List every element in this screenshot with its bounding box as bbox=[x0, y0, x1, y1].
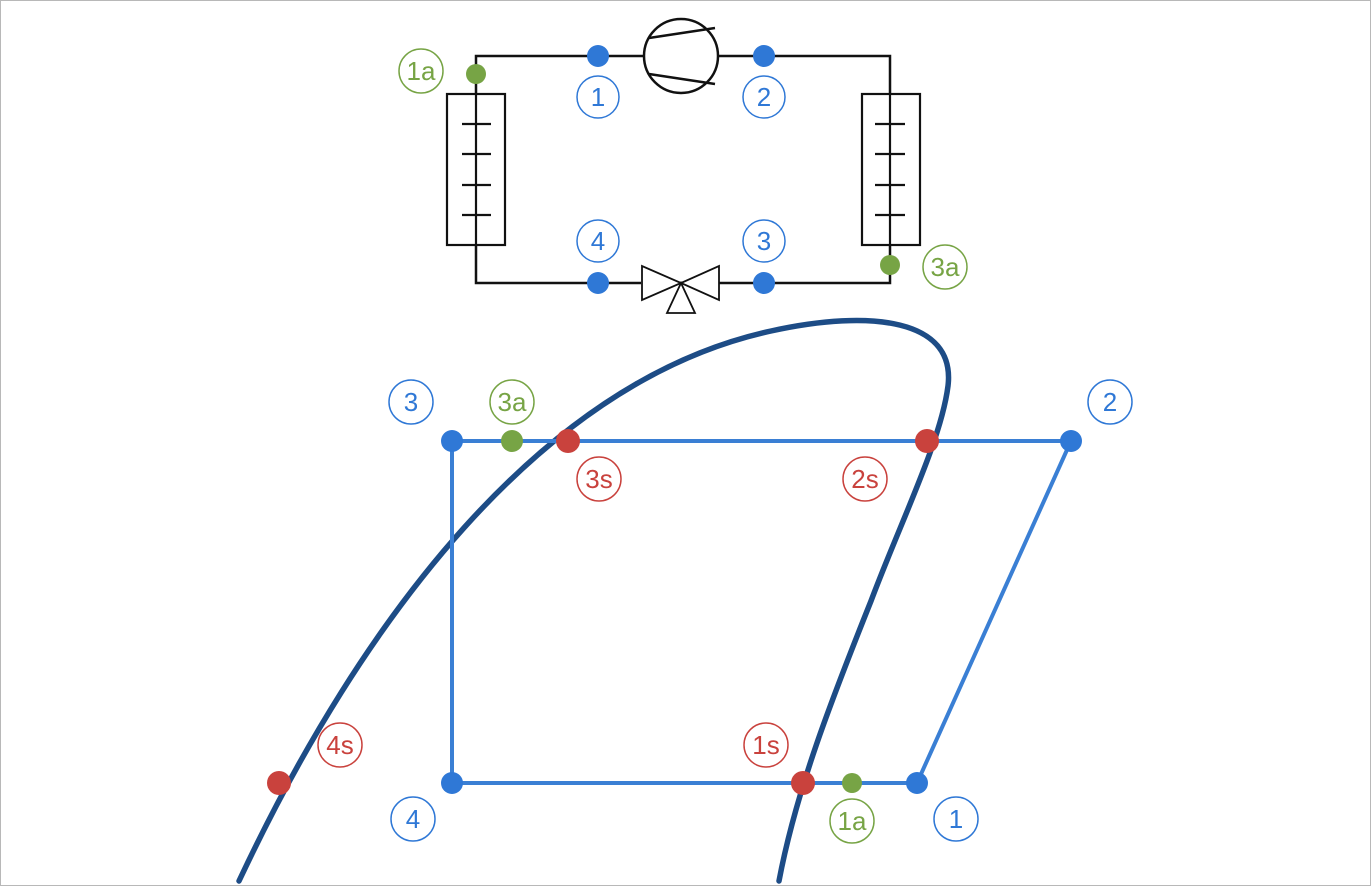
schematic-label-3: 3 bbox=[742, 219, 786, 263]
svg-text:1: 1 bbox=[591, 82, 605, 112]
svg-text:3: 3 bbox=[404, 387, 418, 417]
cycle-label-4: 4 bbox=[390, 796, 436, 842]
svg-text:1s: 1s bbox=[752, 730, 779, 760]
schematic-point-3-dot bbox=[753, 272, 775, 294]
cycle-state-points bbox=[267, 429, 1082, 795]
cycle-point-1a-dot bbox=[842, 773, 862, 793]
pressure-enthalpy-diagram: 3 2 4 1 3a 1a bbox=[236, 317, 1133, 884]
cycle-label-2s: 2s bbox=[842, 456, 888, 502]
cycle-point-3a-dot bbox=[501, 430, 523, 452]
cycle-label-1: 1 bbox=[933, 796, 979, 842]
circuit-schematic: 1 2 3 4 1a 3a bbox=[398, 17, 968, 314]
cycle-label-1s: 1s bbox=[743, 722, 789, 768]
svg-text:1: 1 bbox=[949, 804, 963, 834]
svg-text:3a: 3a bbox=[931, 252, 960, 282]
expansion-valve-icon bbox=[641, 264, 720, 314]
svg-text:4: 4 bbox=[591, 226, 605, 256]
schematic-state-points bbox=[466, 45, 900, 294]
cycle-label-3: 3 bbox=[388, 379, 434, 425]
schematic-label-2: 2 bbox=[742, 75, 786, 119]
svg-text:4: 4 bbox=[406, 804, 420, 834]
schematic-point-2-dot bbox=[753, 45, 775, 67]
cycle-line-1-to-2 bbox=[915, 440, 1073, 784]
svg-text:2s: 2s bbox=[851, 464, 878, 494]
cycle-point-1s-dot bbox=[791, 771, 815, 795]
schematic-label-4: 4 bbox=[576, 219, 620, 263]
svg-text:3s: 3s bbox=[585, 464, 612, 494]
schematic-label-1: 1 bbox=[576, 75, 620, 119]
compressor-icon bbox=[642, 17, 720, 95]
svg-text:4s: 4s bbox=[326, 730, 353, 760]
condenser-heat-exchanger bbox=[860, 92, 922, 247]
cycle-point-3-dot bbox=[441, 430, 463, 452]
cycle-point-3s-dot bbox=[556, 429, 580, 453]
cycle-point-2s-dot bbox=[915, 429, 939, 453]
cycle-point-4s-dot bbox=[267, 771, 291, 795]
schematic-point-3a-dot bbox=[880, 255, 900, 275]
cycle-label-3a: 3a bbox=[489, 379, 535, 425]
cycle-label-2: 2 bbox=[1087, 379, 1133, 425]
schematic-labels: 1 2 3 4 1a 3a bbox=[398, 48, 968, 290]
cycle-label-4s: 4s bbox=[317, 722, 363, 768]
svg-text:1a: 1a bbox=[838, 806, 867, 836]
cycle-label-1a: 1a bbox=[829, 798, 875, 844]
pipe-bottom-left bbox=[474, 245, 641, 285]
schematic-point-4-dot bbox=[587, 272, 609, 294]
pipe-top-left bbox=[474, 54, 643, 94]
svg-text:2: 2 bbox=[757, 82, 771, 112]
evaporator-heat-exchanger bbox=[445, 92, 507, 247]
svg-text:2: 2 bbox=[1103, 387, 1117, 417]
pipe-top-right bbox=[719, 54, 892, 94]
schematic-point-1-dot bbox=[587, 45, 609, 67]
cycle-point-2-dot bbox=[1060, 430, 1082, 452]
schematic-label-1a: 1a bbox=[398, 48, 444, 94]
cycle-path bbox=[450, 439, 1073, 785]
cycle-labels: 3 2 4 1 3a 1a bbox=[317, 379, 1133, 844]
svg-text:3a: 3a bbox=[498, 387, 527, 417]
svg-text:1a: 1a bbox=[407, 56, 436, 86]
cycle-point-1-dot bbox=[906, 772, 928, 794]
cycle-point-4-dot bbox=[441, 772, 463, 794]
schematic-point-1a-dot bbox=[466, 64, 486, 84]
saturation-dome-curve bbox=[236, 317, 952, 884]
schematic-label-3a: 3a bbox=[922, 244, 968, 290]
cycle-label-3s: 3s bbox=[576, 456, 622, 502]
svg-text:3: 3 bbox=[757, 226, 771, 256]
